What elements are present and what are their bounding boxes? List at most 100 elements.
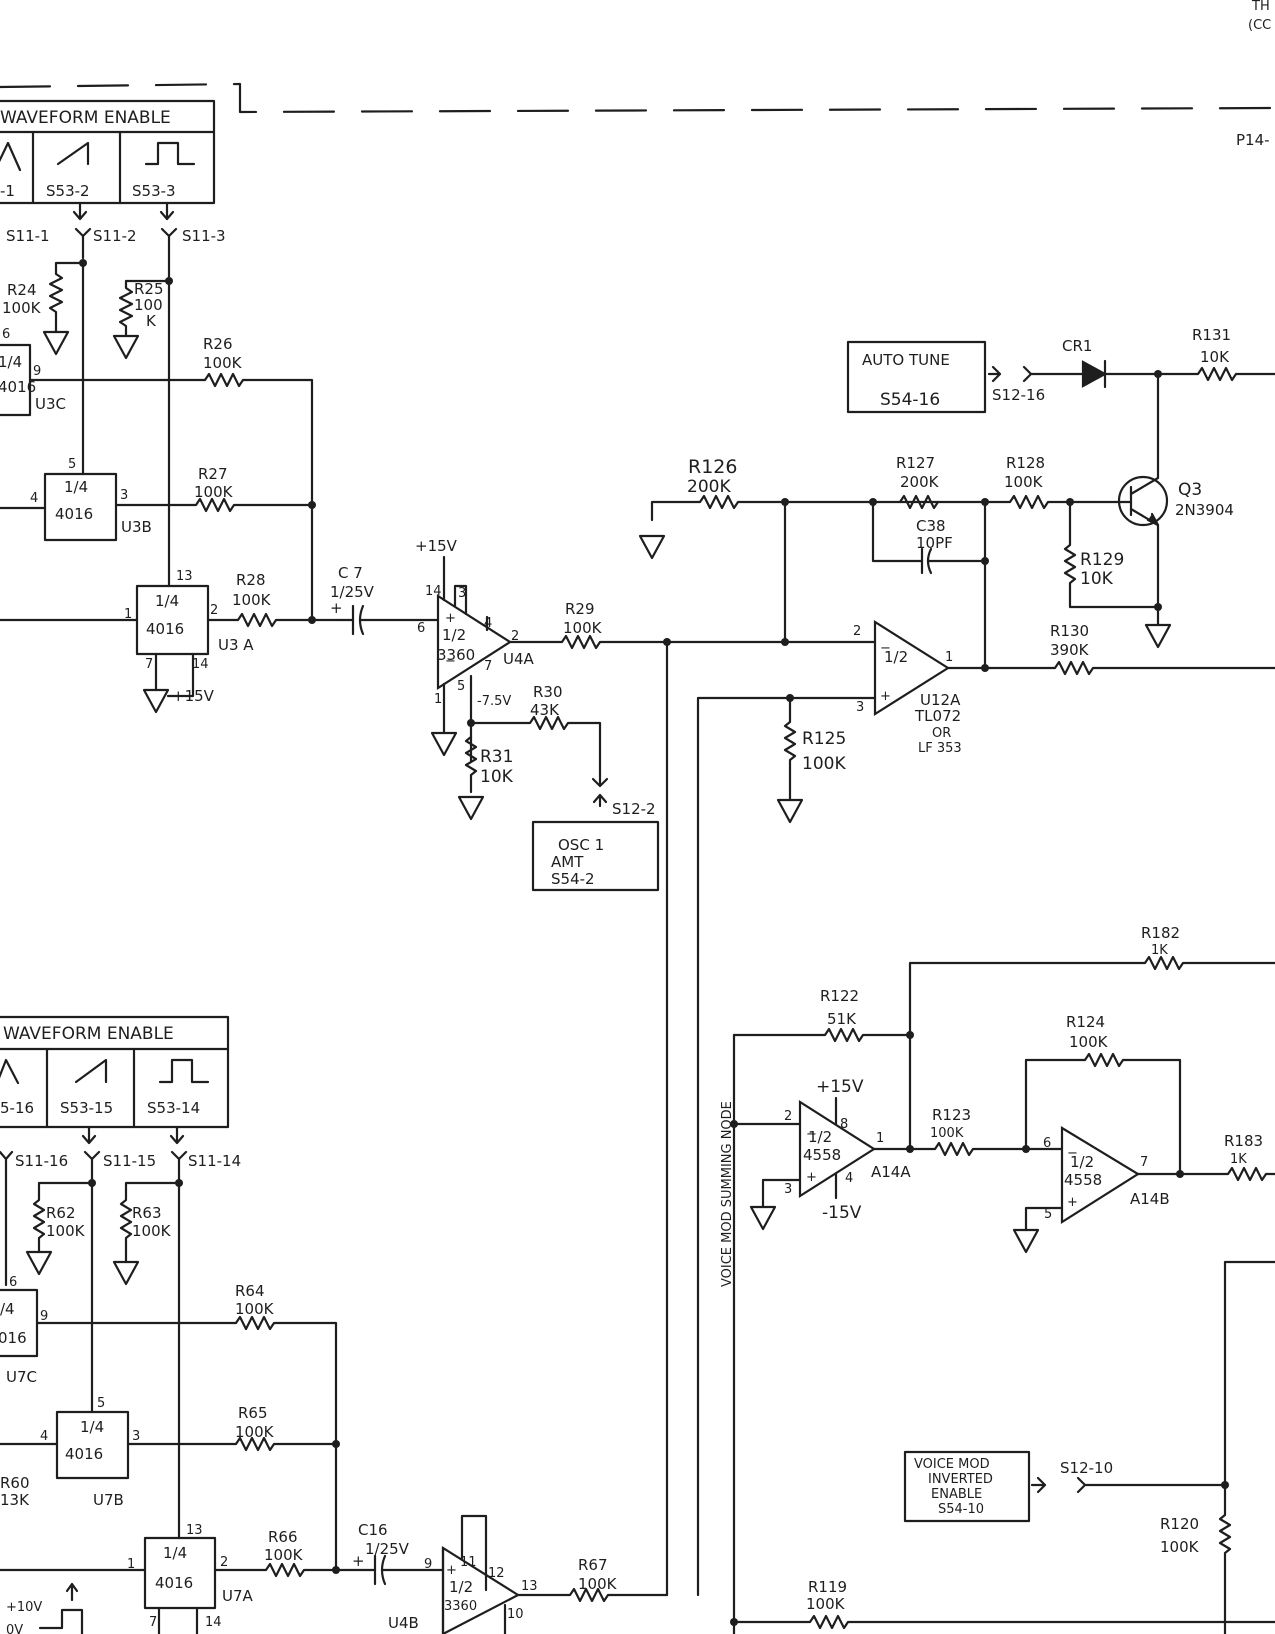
u7b-frac: 1/4 [80,1418,104,1436]
a14a-pin: 2 [784,1109,792,1124]
u3c-pin: 6 [2,327,10,342]
u4a-pos-supply: +15V [415,537,458,555]
u7c-switch: /4 016 6 9 U7C R64 100K [0,1275,338,1570]
auto-tune-title: AUTO TUNE [862,351,950,369]
r124-value: 100K [1069,1033,1109,1051]
a14a-plus: + [806,1170,817,1185]
r25-value: 100 [134,296,163,314]
u7a-pin: 14 [205,1615,222,1630]
r125-value: 100K [802,754,846,774]
u4a-frac: 1/2 [442,626,466,644]
r25-ref: R25 [134,280,164,298]
u7c-frac: /4 [0,1300,15,1318]
a14a-label: A14A [871,1163,911,1181]
corner-note-1: TH [1251,0,1270,14]
sawtooth-wave-icon [56,141,90,166]
u7c-pin: 9 [40,1309,48,1324]
u12a-type: TL072 [914,707,961,725]
r128-ref: R128 [1006,454,1045,472]
r27-ref: R27 [198,465,228,483]
r63-value: 100K [132,1222,172,1240]
r119-path: R119 100K [730,1578,1275,1630]
u7a-pin: 7 [149,1615,157,1630]
u7b-pin: 5 [97,1396,105,1411]
r130-value: 390K [1050,641,1090,659]
voice-mod-line: VOICE MOD [914,1457,990,1472]
r67-ref: R67 [578,1556,608,1574]
corner-note-2: (CC [1248,18,1271,33]
u3c-switch: 1/4 4016 6 9 U3C R26 100K [0,327,314,622]
u12a-frac: 1/2 [884,648,908,666]
u4a-plus: + [445,611,456,626]
u3a-type: 4016 [146,620,184,638]
switch-label: 5-16 [0,1099,34,1117]
u4a-pin: 4 [484,616,492,631]
u7a-switch: 1/4 4016 13 1 2 7 14 U7A R66 100K [0,1523,364,1634]
node-label: S11-15 [103,1152,156,1170]
r66-value: 100K [264,1546,304,1564]
u3a-switch: 1/4 4016 13 1 2 7 14 U3 A R28 100K +15V [0,569,344,714]
r27-value: 100K [194,483,234,501]
u4a-type: 3360 [437,646,475,664]
lower-control-network: R62 100K R63 100K [25,1179,183,1286]
r122-ref: R122 [820,987,859,1005]
waveform-enable-title: WAVEFORM ENABLE [0,108,171,128]
r30-value: 43K [530,701,560,719]
u12a-pin: 2 [853,624,861,639]
r28-value: 100K [232,591,272,609]
u7c-pin: 6 [9,1275,17,1290]
a14b-plus: + [1067,1195,1078,1210]
cr1-diode [1081,360,1108,388]
u4b-pin: 11 [460,1555,477,1570]
triangle-wave-icon [0,141,22,172]
osc1-line: AMT [551,853,584,871]
node-label: S11-3 [182,227,226,245]
a14a-pin: 8 [840,1117,848,1132]
r126-value: 200K [687,477,731,497]
u12a-plus: + [880,689,891,704]
u3c-pin: 9 [33,364,41,379]
u4a-pin: 7 [484,659,492,674]
u12a-pin: 3 [856,700,864,715]
u3a-pin: 14 [192,657,209,672]
a14a-minus: − [806,1127,817,1142]
r67-value: 100K [578,1575,618,1593]
osc1-amt-block: OSC 1 AMT S54-2 [531,820,660,892]
q3-type: 2N3904 [1175,501,1234,519]
u12a-opamp: − + 1/2 2 3 1 U12A TL072 OR LF 353 R130 … [696,620,1275,1597]
a14a-opamp: − + 1/2 4558 +15V -15V 2 3 8 4 1 A14A R1… [784,1077,1064,1223]
voice-mod-line: S54-10 [938,1502,984,1517]
r128-value: 100K [1004,473,1044,491]
voice-mod-enable-block: VOICE MOD INVERTED ENABLE S54-10 S12-10 … [903,1260,1275,1634]
a14a-frac: 1/2 [808,1128,832,1146]
u3a-label: U3 A [218,636,254,654]
a14b-type: 4558 [1064,1171,1102,1189]
u7b-type: 4016 [65,1445,103,1463]
voice-mod-summing-node-label: VOICE MOD SUMMING NODE [720,1101,735,1287]
r124-ref: R124 [1066,1013,1105,1031]
waveform-enable-title: WAVEFORM ENABLE [3,1024,174,1044]
u7a-type: 4016 [155,1574,193,1592]
r123-ref: R123 [932,1106,971,1124]
pulse-wave-icon [158,1058,210,1084]
a14a-pin: 4 [845,1171,853,1186]
c16-value: 1/25V [365,1540,410,1558]
u4a-pin: 1 [434,692,442,707]
u12a-minus: − [880,641,891,656]
u3a-pin: 7 [145,657,153,672]
pulse-high: +10V [6,1600,42,1615]
u3a-pin: 13 [176,569,193,584]
auto-tune-node: S12-16 [992,386,1045,404]
r31-ref: R31 [480,747,513,767]
r182-ref: R182 [1141,924,1180,942]
r25-value-unit: K [146,312,157,330]
r131-ref: R131 [1192,326,1231,344]
r64-value: 100K [235,1300,275,1318]
u4a-label: U4A [503,650,535,668]
r62-ref: R62 [46,1204,76,1222]
r119-value: 100K [806,1595,846,1613]
u3b-type: 4016 [55,505,93,523]
u7b-pin: 3 [132,1429,140,1444]
u3b-pin: 5 [68,457,76,472]
u3b-pin: 4 [30,491,38,506]
